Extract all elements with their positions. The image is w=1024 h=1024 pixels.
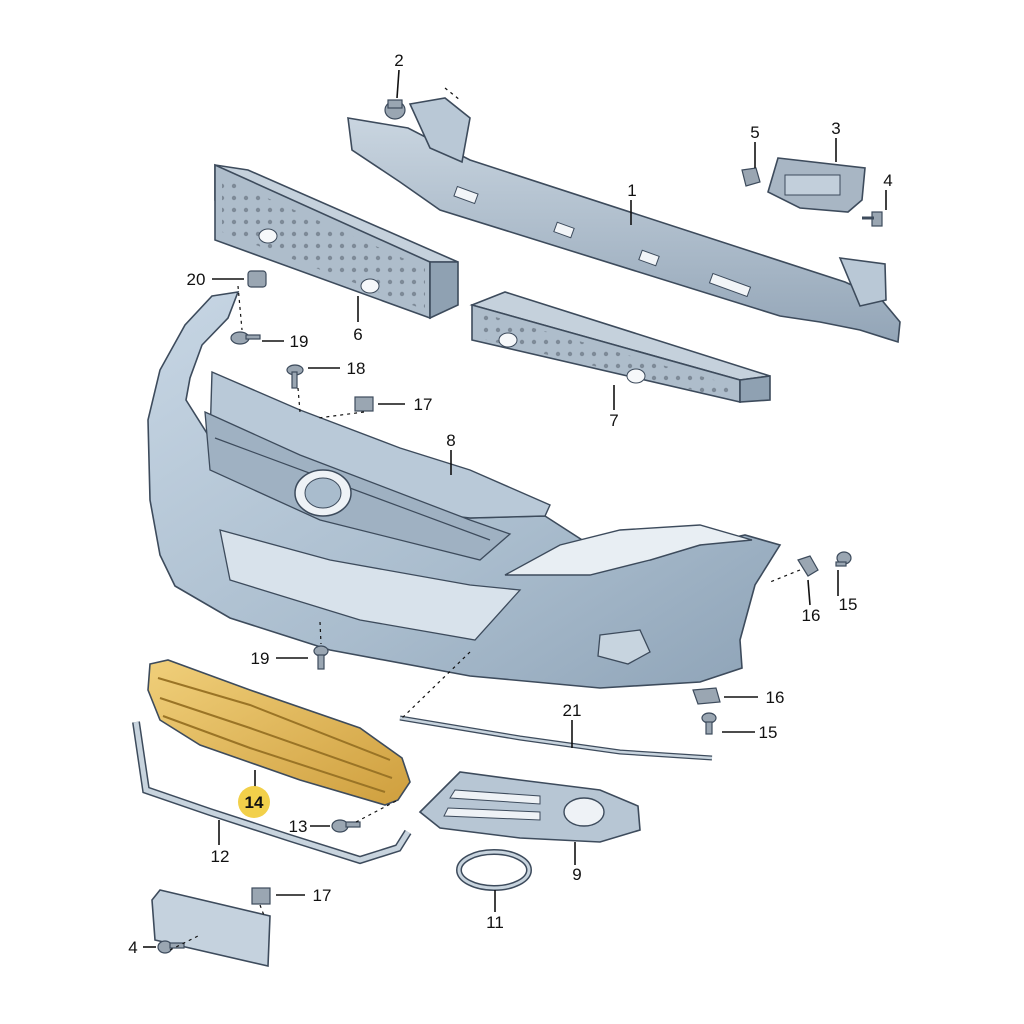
callout-17-upper: 17 <box>414 395 433 414</box>
callout-7: 7 <box>609 411 618 430</box>
fog-light-ring <box>456 849 532 891</box>
callout-4-lower: 4 <box>128 938 137 957</box>
fog-light-grille <box>418 771 641 843</box>
callout-20: 20 <box>187 270 206 289</box>
bumper-cover <box>147 290 782 689</box>
callout-9: 9 <box>572 865 581 884</box>
leader-lines <box>143 69 887 951</box>
grille-trim-strip <box>132 721 412 865</box>
callout-14-highlight <box>238 786 270 818</box>
mounting-bracket <box>741 157 883 227</box>
callout-11: 11 <box>486 913 504 932</box>
lower-grille-highlighted <box>147 659 411 806</box>
callout-17-lower: 17 <box>313 886 332 905</box>
clip-2 <box>384 99 406 120</box>
callout-3: 3 <box>831 119 840 138</box>
callout-15-lower: 15 <box>759 723 778 742</box>
callout-13: 13 <box>289 817 308 836</box>
callout-19-lower: 19 <box>251 649 270 668</box>
callout-labels: 1 2 3 4 5 6 7 8 9 11 12 13 14 15 15 16 1… <box>128 51 892 957</box>
callout-16-lower: 16 <box>766 688 785 707</box>
callout-6: 6 <box>353 325 362 344</box>
callout-2: 2 <box>394 51 403 70</box>
callout-16-right: 16 <box>802 606 821 625</box>
left-impact-absorber <box>214 163 459 320</box>
callout-21: 21 <box>563 701 582 720</box>
callout-12: 12 <box>211 847 230 866</box>
hardware <box>157 270 852 954</box>
callout-8: 8 <box>446 431 455 450</box>
right-impact-absorber <box>469 291 771 404</box>
license-plate-bracket <box>151 889 271 967</box>
callout-14: 14 <box>245 793 264 812</box>
bumper-reinforcement-beam <box>347 97 901 344</box>
callout-4-top: 4 <box>883 171 892 190</box>
trim-strip-21 <box>399 715 713 761</box>
callout-18: 18 <box>347 359 366 378</box>
callout-1: 1 <box>627 181 636 200</box>
callout-19-upper: 19 <box>290 332 309 351</box>
callout-5: 5 <box>750 123 759 142</box>
callout-15-right: 15 <box>839 595 858 614</box>
